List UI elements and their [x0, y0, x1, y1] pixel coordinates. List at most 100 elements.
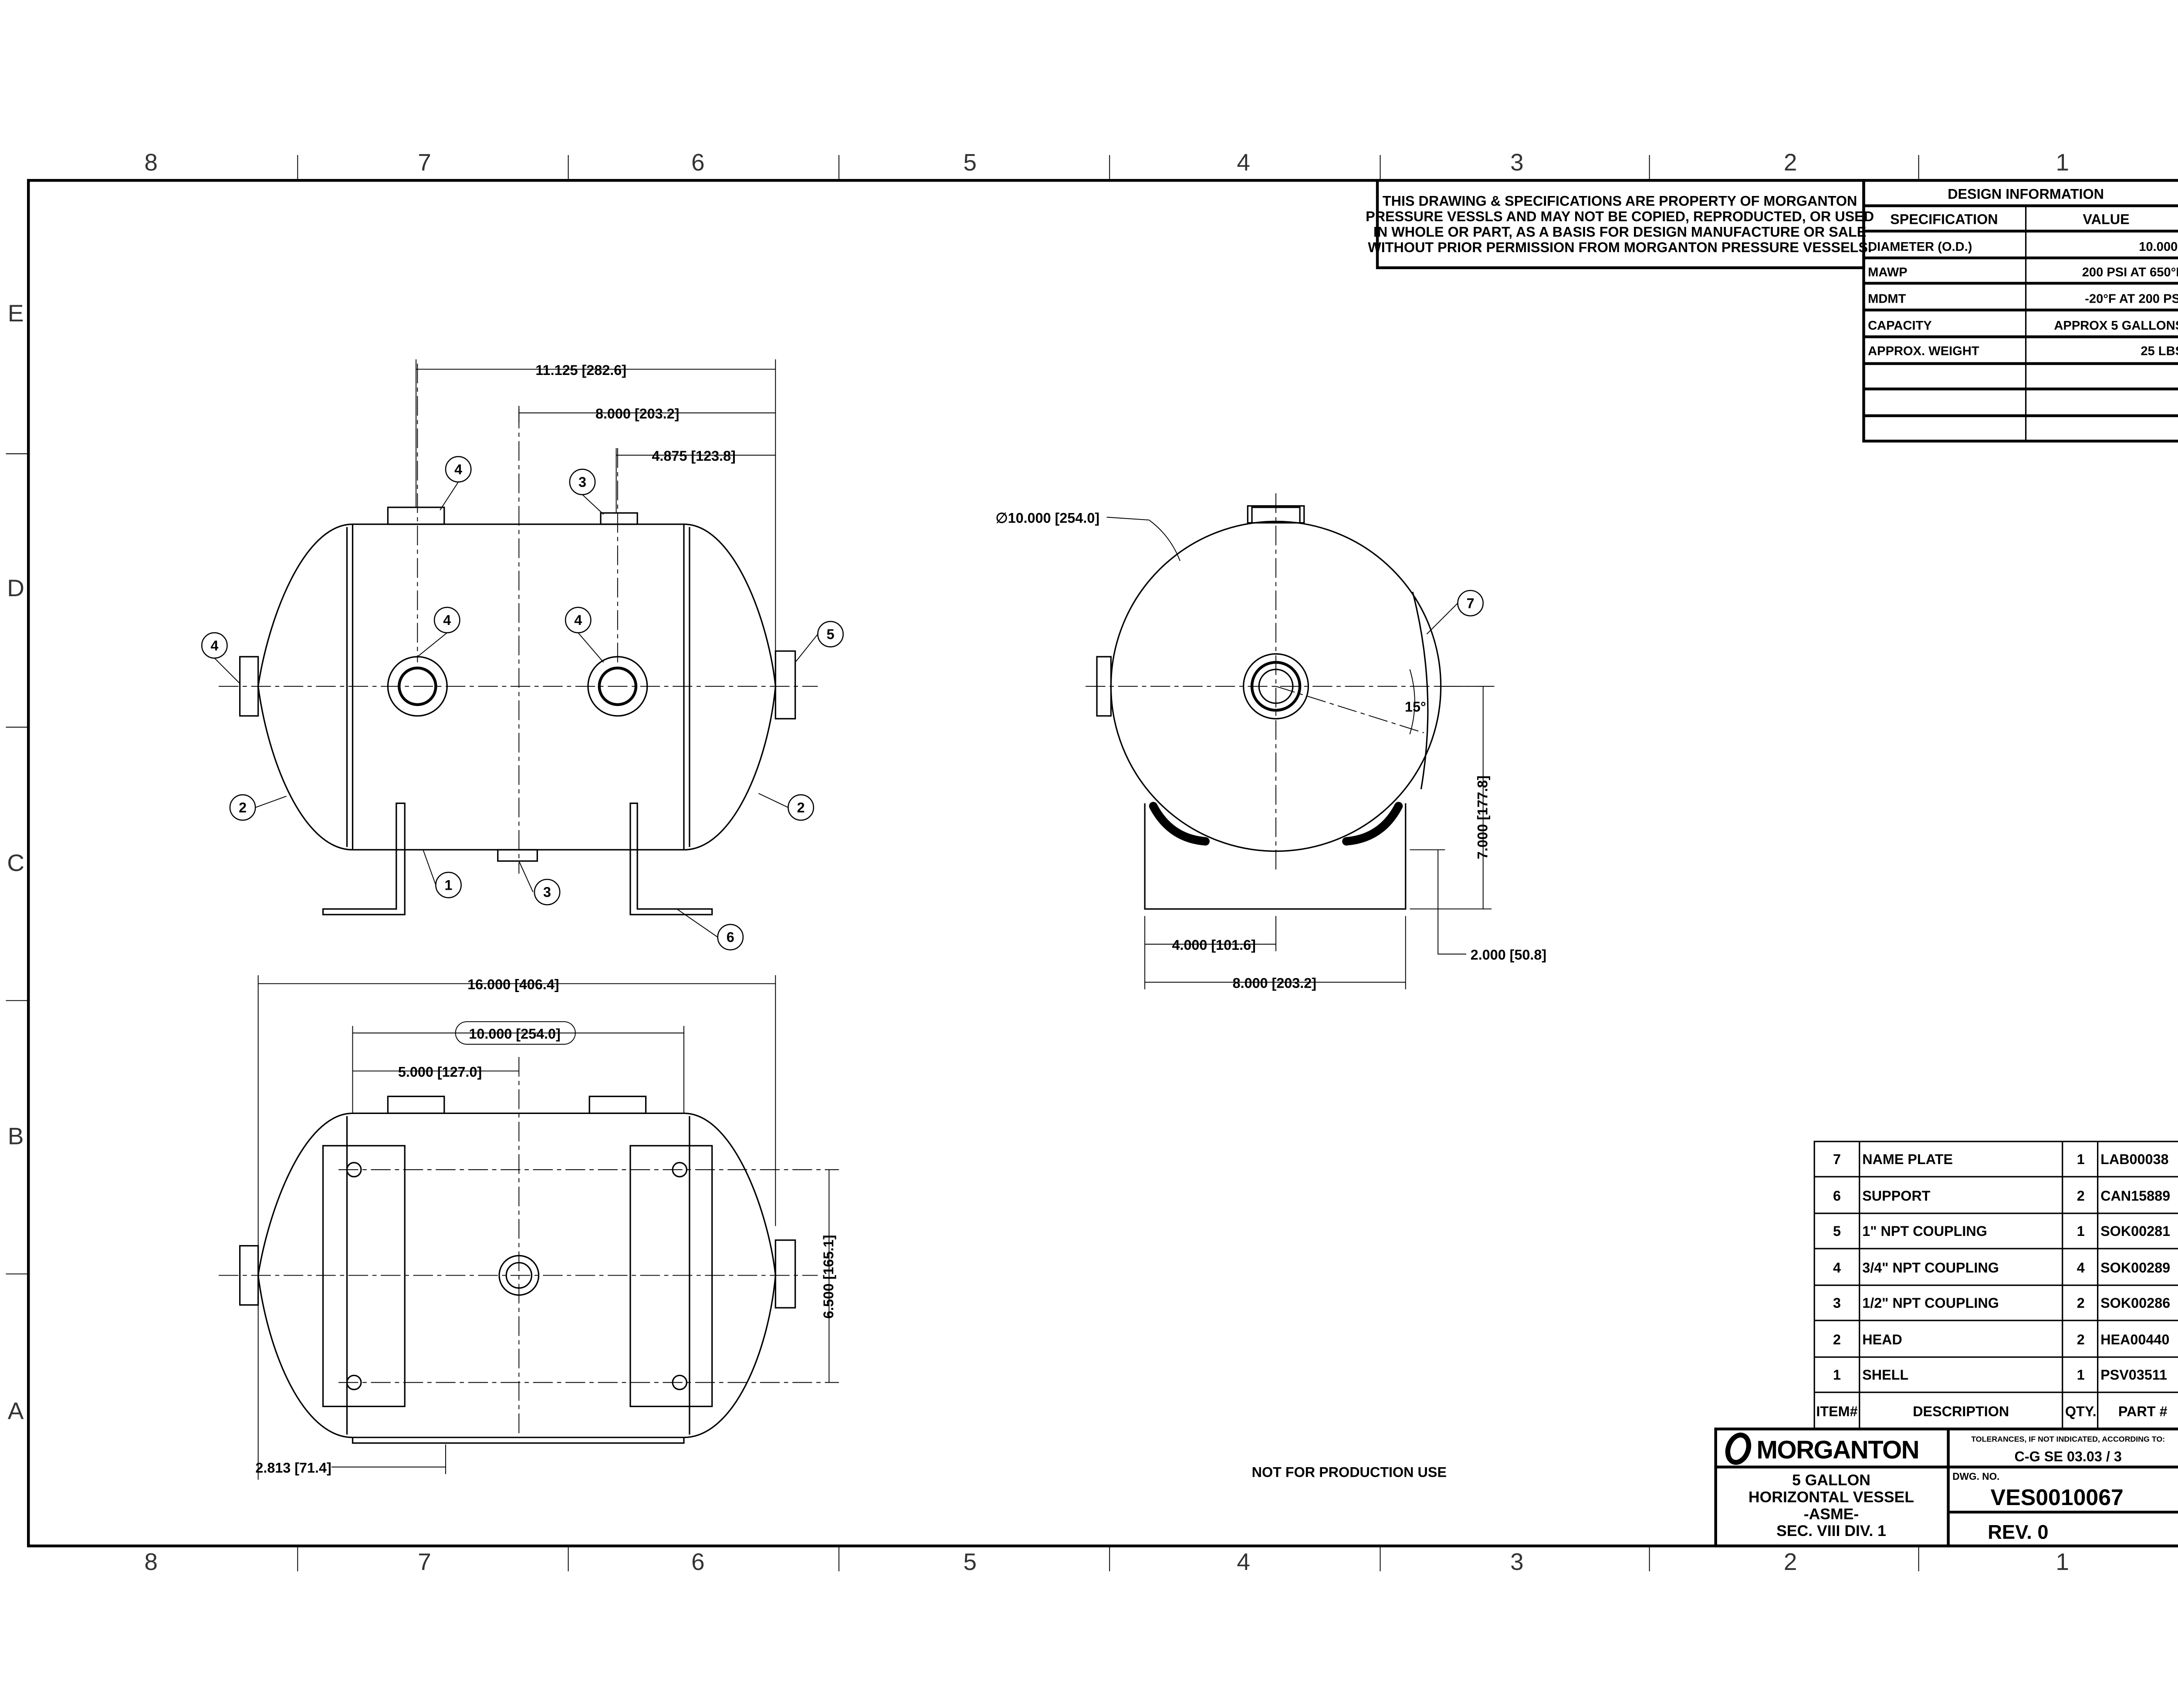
zone-row: C: [7, 849, 24, 876]
part-number: PSV03511: [2100, 1367, 2167, 1383]
drawing-title-line: HORIZONTAL VESSEL: [1748, 1489, 1914, 1506]
part-qty: 1: [2077, 1367, 2085, 1383]
logo-text: MORGANTON: [1757, 1436, 1919, 1464]
property-notice: THIS DRAWING & SPECIFICATIONS ARE PROPER…: [1366, 179, 1874, 270]
title-block: MORGANTON TOLERANCES, IF NOT INDICATED, …: [1714, 1428, 2178, 1548]
balloon-number: 5: [826, 627, 834, 642]
parts-header: ITEM#: [1816, 1404, 1857, 1419]
item-balloon: 6: [717, 924, 744, 951]
zone-labels-bottom: 8 7 6 5 4 3 2 1: [144, 1548, 2069, 1575]
spec-name: MAWP: [1868, 265, 1907, 279]
part-number: CAN15889: [2100, 1188, 2170, 1204]
item-balloon: 3: [569, 469, 596, 496]
dimension-labels: 11.125 [282.6] 8.000 [203.2] 4.875 [123.…: [255, 362, 1546, 1476]
spec-name: DIAMETER (O.D.): [1868, 240, 1972, 254]
part-number: HEA00440: [2100, 1332, 2169, 1347]
dimension-lines: [257, 359, 1492, 1480]
dim-plan-half: 5.000 [127.0]: [398, 1064, 482, 1080]
zone-ticks: [6, 155, 1919, 1572]
dim-plan-shell: 10.000 [254.0]: [469, 1026, 560, 1042]
zone-col: 5: [964, 1548, 977, 1575]
dim-plan-bolt: 6.500 [165.1]: [821, 1235, 836, 1319]
item-balloon: 5: [817, 621, 844, 648]
zone-col: 6: [691, 149, 705, 176]
spec-name: CAPACITY: [1868, 319, 1932, 333]
part-qty: 2: [2077, 1332, 2085, 1347]
notice-line: WITHOUT PRIOR PERMISSION FROM MORGANTON …: [1368, 240, 1872, 255]
zone-col: 1: [2056, 149, 2069, 176]
tolerance-value: C-G SE 03.03 / 3: [2015, 1449, 2122, 1465]
dim-side-short: 4.875 [123.8]: [652, 448, 735, 464]
drawing-title-line: -ASME-: [1804, 1505, 1859, 1522]
balloon-number: 4: [574, 612, 582, 628]
zone-col: 1: [2056, 1548, 2069, 1575]
plan-view: [219, 1057, 839, 1444]
part-qty: 1: [2077, 1151, 2085, 1167]
part-description: 3/4" NPT COUPLING: [1862, 1260, 1999, 1276]
part-qty: 1: [2077, 1223, 2085, 1239]
spec-value: -20°F AT 200 PSI: [2085, 292, 2178, 306]
design-information-table: DESIGN INFORMATION SPECIFICATION VALUE D…: [1862, 179, 2178, 443]
item-balloons: [214, 482, 1458, 938]
design-info-header: VALUE: [2083, 212, 2129, 227]
dwg-no-label: DWG. NO.: [1952, 1471, 1999, 1482]
item-balloon: 4: [565, 607, 592, 634]
spec-value: 200 PSI AT 650°F: [2082, 265, 2178, 279]
item-balloon: 4: [445, 456, 472, 483]
notice-line: IN WHOLE OR PART, AS A BASIS FOR DESIGN …: [1373, 224, 1866, 240]
zone-col: 8: [144, 149, 158, 176]
zone-row: A: [8, 1397, 24, 1424]
part-item: 6: [1833, 1188, 1841, 1204]
spec-value: 25 LBS: [2141, 344, 2178, 358]
revision: REV. 0: [1988, 1521, 2048, 1543]
production-note: NOT FOR PRODUCTION USE: [1252, 1464, 1447, 1480]
item-balloon: 1: [435, 871, 462, 898]
balloon-number: 2: [239, 800, 247, 816]
dim-end-angle: 15°: [1405, 699, 1426, 715]
dim-end-width: 8.000 [203.2]: [1233, 975, 1316, 991]
dim-end-saddle: 2.000 [50.8]: [1471, 947, 1546, 963]
zone-col: 3: [1510, 149, 1524, 176]
item-balloon: 7: [1457, 590, 1484, 617]
dim-side-mid: 8.000 [203.2]: [595, 406, 679, 422]
drawing-title-line: SEC. VIII DIV. 1: [1776, 1522, 1886, 1539]
dwg-no: VES0010067: [1991, 1485, 2124, 1510]
dim-end-height: 7.000 [177.8]: [1475, 776, 1490, 859]
item-balloon: 4: [201, 632, 228, 659]
zone-col: 5: [964, 149, 977, 176]
item-balloon: 2: [229, 794, 256, 821]
parts-header: QTY.: [2065, 1404, 2097, 1419]
spec-value: 10.000": [2139, 240, 2178, 254]
notice-line: PRESSURE VESSLS AND MAY NOT BE COPIED, R…: [1366, 209, 1874, 224]
item-balloon: 4: [433, 607, 460, 634]
spec-name: MDMT: [1868, 292, 1906, 306]
morganton-logo: MORGANTON: [1725, 1432, 1920, 1465]
part-description: NAME PLATE: [1862, 1151, 1953, 1167]
part-item: 4: [1833, 1260, 1841, 1276]
dim-side-overall: 11.125 [282.6]: [535, 362, 626, 378]
part-description: SHELL: [1862, 1367, 1908, 1383]
zone-col: 8: [144, 1548, 158, 1575]
part-description: 1/2" NPT COUPLING: [1862, 1295, 1999, 1311]
zone-row: E: [8, 300, 24, 327]
part-number: SOK00289: [2100, 1260, 2170, 1276]
end-view: [1086, 493, 1495, 910]
dim-end-diameter: ∅10.000 [254.0]: [996, 510, 1100, 526]
part-qty: 2: [2077, 1295, 2085, 1311]
drawing-border: [27, 179, 2178, 1548]
part-item: 7: [1833, 1151, 1841, 1167]
zone-labels-side: E D C B A E D C B A: [7, 300, 24, 1424]
dim-plan-offset: 2.813 [71.4]: [255, 1460, 331, 1476]
spec-value: APPROX 5 GALLONS: [2054, 319, 2178, 333]
zone-col: 7: [418, 1548, 431, 1575]
parts-header: PART #: [2118, 1404, 2168, 1419]
balloon-number: 4: [454, 462, 462, 477]
part-number: SOK00281: [2100, 1223, 2170, 1239]
part-qty: 4: [2077, 1260, 2085, 1276]
notice-line: THIS DRAWING & SPECIFICATIONS ARE PROPER…: [1383, 193, 1857, 209]
spec-name: APPROX. WEIGHT: [1868, 344, 1979, 358]
part-item: 2: [1833, 1332, 1841, 1347]
design-info-header: SPECIFICATION: [1890, 212, 1998, 227]
zone-row: D: [7, 574, 24, 601]
